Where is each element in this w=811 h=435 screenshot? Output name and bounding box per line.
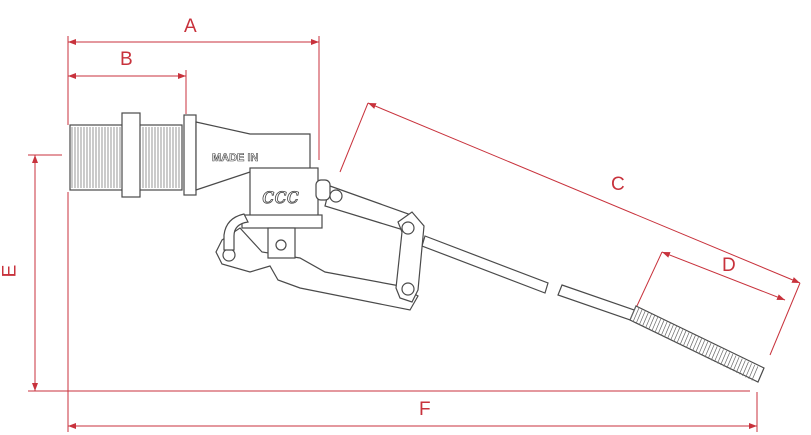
pivot-pin [222,248,236,262]
dimension-label-a: A [184,16,197,37]
made-in-marking: MADE IN [212,152,259,164]
dimension-label-b: B [120,49,133,70]
lock-nut [121,112,141,198]
dimension-label-e: E [0,264,21,278]
link-plate [395,211,425,303]
threaded-inlet: MADE IN [69,112,311,198]
dimension-label-d: D [722,255,736,276]
logo-mark: ccc [262,184,299,209]
extension-lines [28,36,801,432]
bent-pin [223,213,249,251]
dimension-line-d [661,251,786,301]
lever-plate [215,227,419,311]
dimension-label-c: C [611,174,625,195]
float-rod [421,235,765,383]
dimension-label-f: F [419,399,431,420]
flange [183,114,197,196]
